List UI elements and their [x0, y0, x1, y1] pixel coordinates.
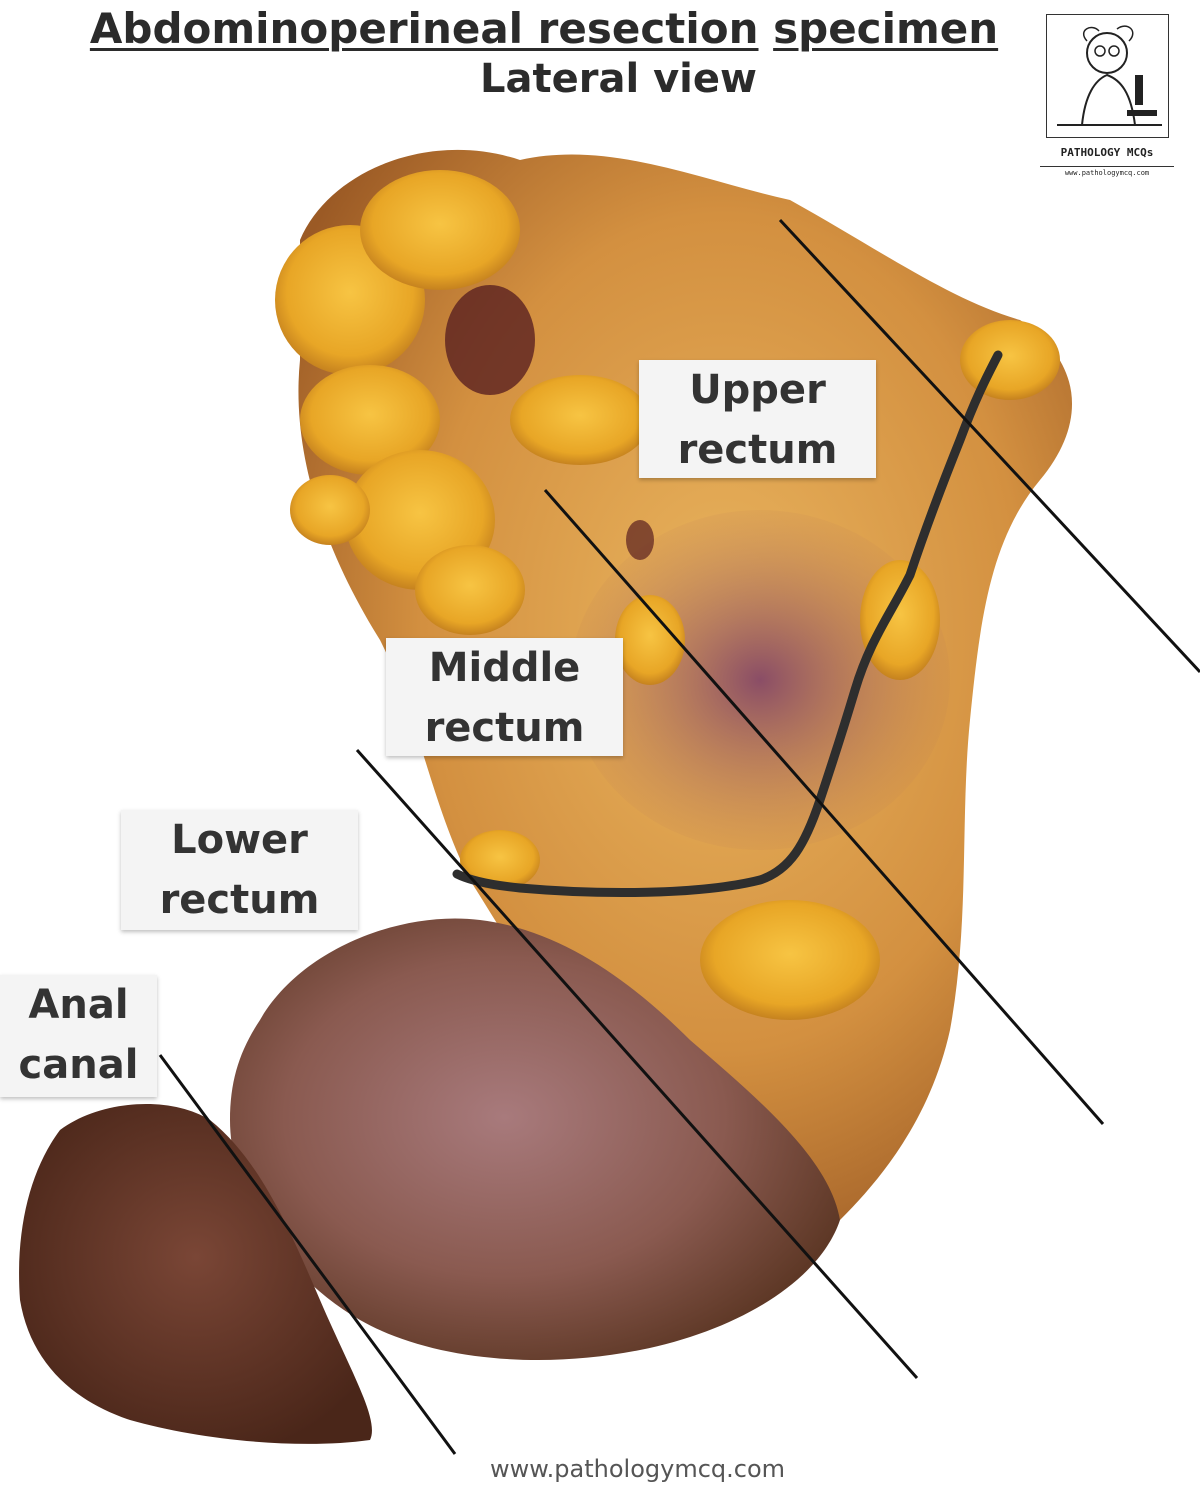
title-part-2: specimen — [773, 4, 999, 53]
label-middle-line2: rectum — [424, 705, 585, 751]
label-middle-line1: Middle — [428, 645, 581, 691]
fat-lobule — [700, 900, 880, 1020]
label-lower-rectum: Lower rectum — [121, 810, 358, 930]
page-subtitle: Lateral view — [480, 56, 757, 102]
label-anal-line1: Anal — [28, 982, 129, 1028]
title-part-1: Abdominoperineal resection — [89, 4, 759, 53]
specimen-anal-canal — [19, 1103, 372, 1444]
footer-url: www.pathologymcq.com — [489, 1455, 786, 1483]
label-upper-line1: Upper — [689, 367, 826, 413]
label-middle-rectum: Middle rectum — [386, 638, 623, 756]
fat-lobule — [960, 320, 1060, 400]
specimen-lower-body — [230, 918, 840, 1360]
fat-lobule — [290, 475, 370, 545]
pointer-line-middle — [543, 489, 1105, 1125]
label-anal-line2: canal — [18, 1042, 139, 1088]
fat-lobule — [860, 560, 940, 680]
margin-line — [452, 350, 1003, 897]
dark-spot — [626, 520, 654, 560]
logo-title: PATHOLOGY MCQs — [1060, 146, 1154, 159]
pointer-line-anal — [158, 1054, 457, 1455]
dark-spot — [445, 285, 535, 395]
logo-url: www.pathologymcq.com — [1040, 166, 1174, 177]
label-anal-canal: Anal canal — [0, 975, 157, 1097]
pointer-line-upper — [778, 218, 1200, 674]
fat-lobule — [415, 545, 525, 635]
label-upper-rectum: Upper rectum — [639, 360, 876, 478]
label-lower-line1: Lower — [171, 817, 308, 863]
label-upper-line2: rectum — [677, 427, 838, 473]
label-lower-line2: rectum — [159, 877, 320, 923]
fat-lobule — [300, 365, 440, 475]
page-title: Abdominoperineal resection specimen — [0, 4, 1088, 53]
fat-lobule — [460, 830, 540, 890]
fat-lobule — [615, 595, 685, 685]
fat-lobule — [360, 170, 520, 290]
fat-lobule — [510, 375, 650, 465]
logo-pathologist-icon — [1046, 14, 1169, 138]
pointer-line-lower — [355, 749, 919, 1379]
specimen-purple-area — [570, 510, 950, 850]
